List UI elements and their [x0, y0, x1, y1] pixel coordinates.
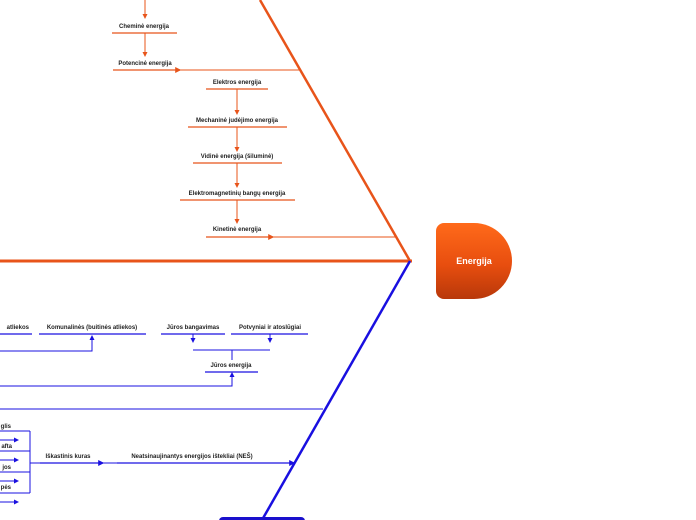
node-chemine-energija[interactable]: Cheminė energija: [118, 24, 170, 30]
node-durpes-partial[interactable]: pės: [0, 485, 11, 491]
node-dujos-partial[interactable]: jos: [2, 465, 11, 471]
node-elektromagnetiniu-energija[interactable]: Elektromagnetinių bangų energija: [188, 191, 286, 197]
node-elektros-energija[interactable]: Elektros energija: [212, 80, 262, 86]
node-potencine-energija[interactable]: Potencinė energija: [118, 61, 172, 67]
node-atliekos-partial[interactable]: atliekos: [6, 325, 29, 331]
node-nafta-partial[interactable]: afta: [1, 444, 12, 450]
central-topic-energija[interactable]: Energija: [436, 223, 512, 299]
node-potvyniai-atoslugiai[interactable]: Potvyniai ir atoslūgiai: [238, 325, 302, 331]
node-komunalines-atliekos[interactable]: Komunalinės (buitinės atliekos): [46, 325, 138, 331]
node-juros-bangavimas[interactable]: Jūros bangavimas: [166, 325, 220, 331]
node-juros-energija[interactable]: Jūros energija: [210, 363, 252, 369]
node-anglis-partial[interactable]: glis: [0, 424, 11, 430]
node-neatsinaujinantys-istekliai[interactable]: Neatsinaujinantys energijos ištekliai (N…: [131, 454, 253, 460]
node-iskastinis-kuras[interactable]: Iškastinis kuras: [45, 454, 91, 460]
node-kinetine-energija[interactable]: Kinetinė energija: [212, 227, 262, 233]
orange-bone: [258, 0, 412, 262]
blue-topic-node-partial[interactable]: [219, 517, 305, 520]
node-vidine-energija[interactable]: Vidinė energija (šiluminė): [200, 154, 274, 160]
node-mechanine-energija[interactable]: Mechaninė judėjimo energija: [195, 118, 279, 124]
